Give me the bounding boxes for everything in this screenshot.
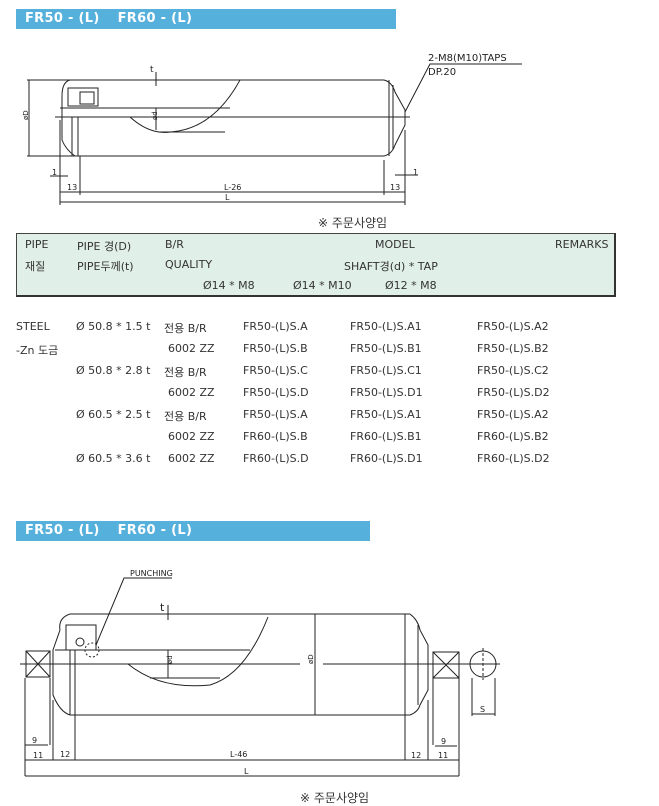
section1-title-bar: FR50 - (L) FR60 - (L) (16, 9, 396, 29)
cell-br: 6002 ZZ (168, 386, 215, 399)
title-fr60: FR60 - (L) (117, 523, 193, 538)
cell-m2: FR50-(L)S.A1 (350, 320, 422, 333)
dim-13-left: 13 (67, 183, 77, 192)
title-fr60: FR60 - (L) (117, 11, 193, 26)
dim-9-right: 9 (441, 737, 446, 746)
label-dd: ød (151, 111, 159, 120)
cell-pipe: Ø 60.5 * 3.6 t (76, 452, 151, 465)
title-fr50: FR50 - (L) (25, 11, 100, 26)
cell-m1: FR50-(L)S.D (243, 386, 309, 399)
dim-L: L (225, 193, 230, 202)
cell-m3: FR50-(L)S.C2 (477, 364, 549, 377)
cell-pipe: Ø 50.8 * 2.8 t (76, 364, 151, 377)
cell-br: 전용 B/R (164, 410, 207, 423)
cell-br: 6002 ZZ (168, 452, 215, 465)
cell-m1: FR50-(L)S.B (243, 342, 308, 355)
cell-m2: FR50-(L)S.B1 (350, 342, 422, 355)
cell-br: 전용 B/R (164, 322, 207, 335)
depth-label: DP.20 (428, 67, 456, 78)
dim-inner: L-46 (230, 750, 247, 759)
cell-m3: FR50-(L)S.A2 (477, 320, 549, 333)
cell-m1: FR50-(L)S.A (243, 320, 308, 333)
header-sub-2: Ø14 * M10 (293, 279, 352, 292)
dim-12-right: 12 (411, 751, 421, 760)
section2-title-bar: FR50 - (L) FR60 - (L) (16, 521, 370, 541)
header-remarks: REMARKS (555, 238, 609, 251)
table-header: PIPE 재질 PIPE 경(D) PIPE두께(t) B/R QUALITY … (16, 233, 616, 297)
cell-pipe: Ø 50.8 * 1.5 t (76, 320, 151, 333)
header-pipe: PIPE (25, 238, 49, 251)
header-pipe-diameter: PIPE 경(D) (77, 240, 132, 253)
cell-m2: FR50-(L)S.C1 (350, 364, 422, 377)
cell-m3: FR50-(L)S.D2 (477, 386, 550, 399)
punching-label: PUNCHING (130, 569, 173, 578)
label-t: t (160, 601, 165, 614)
cell-m3: FR60-(L)S.B2 (477, 430, 549, 443)
cell-pipe: Ø 60.5 * 2.5 t (76, 408, 151, 421)
cell-mat: STEEL (16, 320, 50, 333)
dim-1-right: 1 (413, 168, 418, 177)
cell-m2: FR50-(L)S.A1 (350, 408, 422, 421)
cell-m2: FR60-(L)S.D1 (350, 452, 423, 465)
roller-drawing-1: t øD ød 2-M8(M10)TAPS DP.20 1 1 13 13 L-… (22, 53, 522, 205)
tap-label: 2-M8(M10)TAPS (428, 53, 507, 64)
cell-br: 전용 B/R (164, 366, 207, 379)
cell-m2: FR50-(L)S.D1 (350, 386, 423, 399)
label-dD: øD (307, 654, 315, 664)
header-br: B/R (165, 238, 184, 251)
label-dD: øD (22, 110, 30, 120)
dim-inner: L-26 (224, 183, 241, 192)
dim-1-left: 1 (52, 168, 57, 177)
cell-m1: FR50-(L)S.C (243, 364, 308, 377)
cell-m3: FR50-(L)S.B2 (477, 342, 549, 355)
header-sub-1: Ø14 * M8 (203, 279, 255, 292)
cell-m1: FR60-(L)S.D (243, 452, 309, 465)
dim-13-right: 13 (390, 183, 400, 192)
cell-m3: FR60-(L)S.D2 (477, 452, 550, 465)
cell-m1: FR50-(L)S.A (243, 408, 308, 421)
order-spec-note-2: ※ 주문사양임 (300, 791, 370, 805)
dim-L: L (244, 767, 249, 776)
dim-11-left: 11 (33, 751, 43, 760)
header-shaft: SHAFT경(d) * TAP (344, 260, 438, 273)
header-material: 재질 (25, 260, 46, 273)
label-dd: ød (166, 655, 174, 664)
header-quality: QUALITY (165, 258, 213, 271)
cell-m2: FR60-(L)S.B1 (350, 430, 422, 443)
cell-m3: FR50-(L)S.A2 (477, 408, 549, 421)
dim-12-left: 12 (60, 750, 70, 759)
title-fr50: FR50 - (L) (25, 523, 100, 538)
label-t: t (150, 65, 154, 75)
cell-m1: FR60-(L)S.B (243, 430, 308, 443)
header-sub-3: Ø12 * M8 (385, 279, 437, 292)
dim-11-right: 11 (438, 751, 448, 760)
dim-9-left: 9 (32, 736, 37, 745)
cell-br: 6002 ZZ (168, 342, 215, 355)
header-model: MODEL (375, 238, 415, 251)
order-spec-note: ※ 주문사양임 (318, 216, 388, 230)
cell-mat: -Zn 도금 (16, 344, 59, 357)
cell-br: 6002 ZZ (168, 430, 215, 443)
dim-S: S (480, 705, 485, 714)
header-pipe-thickness: PIPE두께(t) (77, 260, 134, 273)
